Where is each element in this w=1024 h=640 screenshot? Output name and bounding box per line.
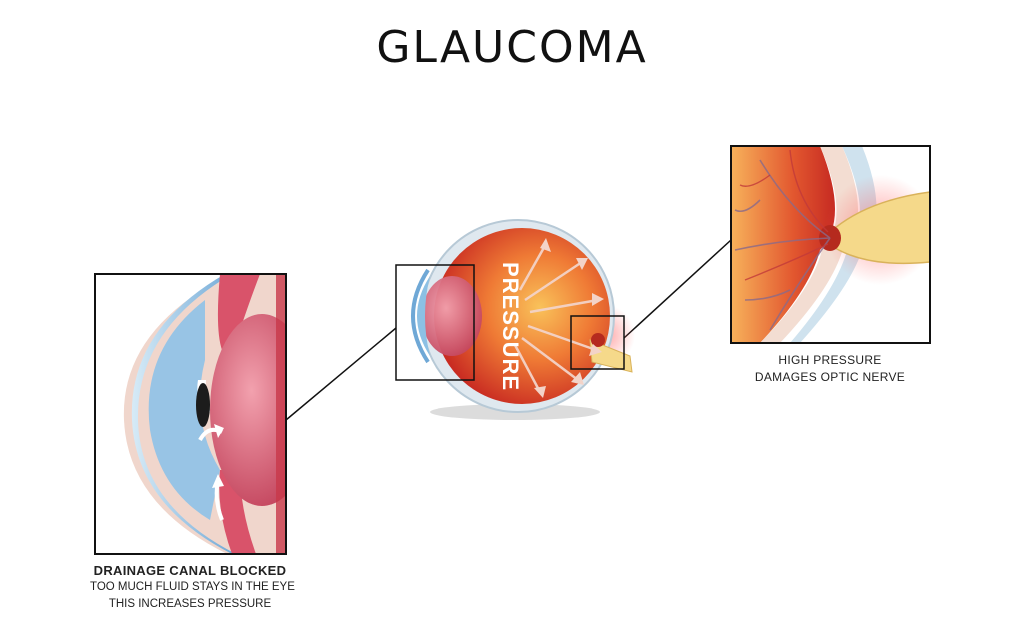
connector-line-left [285,327,397,421]
pressure-label: PRESSURE [498,262,523,391]
detail-panel-optic-nerve [730,145,931,344]
detail-panel-drainage [94,273,287,555]
caption-optic-nerve-line2: DAMAGES OPTIC NERVE [754,370,906,384]
eye-cross-section [411,219,635,420]
caption-drainage-line2: THIS INCREASES PRESSURE [108,598,272,610]
connector-line-right [623,239,732,339]
caption-drainage: DRAINAGE CANAL BLOCKED TOO MUCH FLUID ST… [90,562,295,613]
zoom-box-drainage [395,264,475,381]
caption-optic-nerve: HIGH PRESSURE DAMAGES OPTIC NERVE [730,352,930,386]
caption-drainage-heading: DRAINAGE CANAL BLOCKED [93,563,287,578]
diagram-title: GLAUCOMA [376,22,648,73]
caption-optic-nerve-line1: HIGH PRESSURE [778,353,882,367]
zoom-box-optic-nerve [570,315,625,370]
caption-drainage-line1: TOO MUCH FLUID STAYS IN THE EYE [90,581,295,593]
